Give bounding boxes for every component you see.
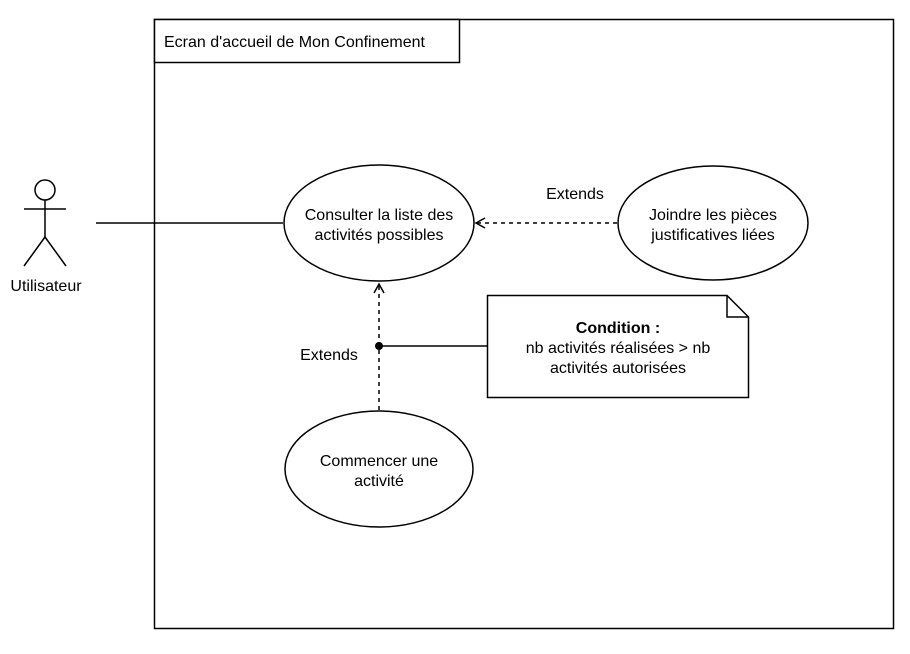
- actor-label: Utilisateur: [10, 278, 82, 295]
- connection-point: [375, 342, 383, 350]
- system-title-box: [153, 18, 461, 64]
- note-heading: Condition :: [576, 320, 660, 337]
- extends-label-joindre: Extends: [546, 186, 604, 203]
- actor-head: [34, 179, 56, 201]
- use-case-joindre-line1: Joindre les pièces: [649, 207, 777, 224]
- system-title: Ecran d'accueil de Mon Confinement: [164, 34, 426, 51]
- note-line2: activités autorisées: [550, 360, 686, 377]
- note-shape: [486, 294, 750, 399]
- use-case-commencer[interactable]: Commencer une activité: [284, 410, 474, 528]
- condition-note[interactable]: Condition : nb activités réalisées > nb …: [486, 294, 750, 399]
- use-case-joindre-line2: justificatives liées: [650, 227, 775, 244]
- use-case-consulter[interactable]: Consulter la liste des activités possibl…: [283, 164, 475, 282]
- actor-right-leg: [44, 236, 67, 267]
- use-case-consulter-line1: Consulter la liste des: [305, 207, 454, 224]
- use-case-commencer-line1: Commencer une: [320, 453, 438, 470]
- use-case-consulter-line2: activités possibles: [315, 227, 444, 244]
- note-corner-fold: [726, 295, 749, 318]
- actor-left-leg: [23, 236, 46, 267]
- actor-utilisateur[interactable]: Utilisateur: [10, 179, 82, 295]
- note-line1: nb activités réalisées > nb: [526, 340, 711, 357]
- use-case-joindre[interactable]: Joindre les pièces justificatives liées: [617, 165, 809, 281]
- extends-label-commencer: Extends: [300, 347, 358, 364]
- use-case-commencer-line2: activité: [354, 473, 404, 490]
